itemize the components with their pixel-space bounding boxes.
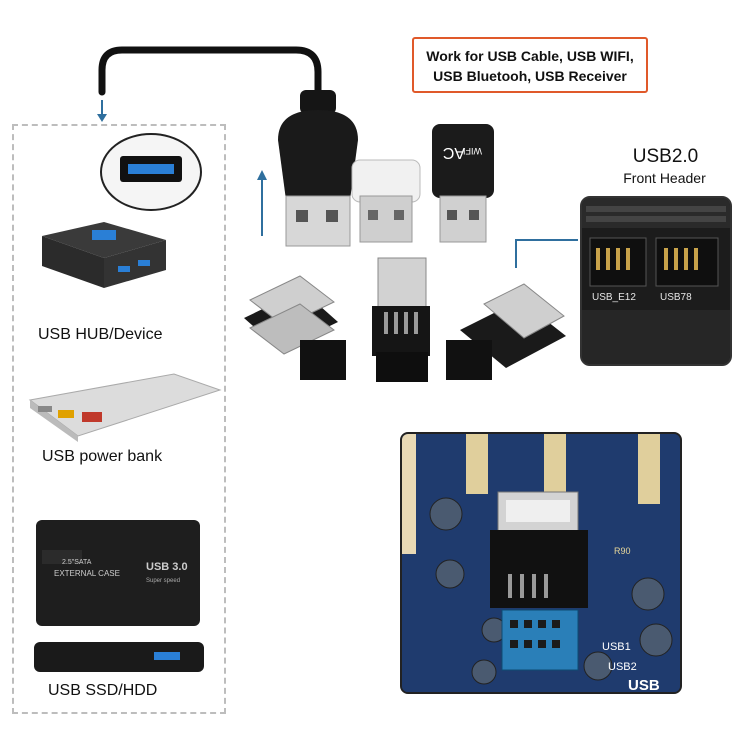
ssd-text-4: Super speed [146,578,180,584]
usb-hub-image [42,222,166,288]
mb-label-r90: R90 [614,546,631,556]
front-header-photo: USB_E12 USB78 [580,196,732,366]
mb-label-usb: USB [628,677,660,692]
ssd-text-2: EXTERNAL CASE [54,569,120,578]
usb-plug-black [278,90,358,247]
down-arrow-icon [97,100,107,122]
wifi-logo: AC [443,144,465,161]
callout-line-1: Work for USB Cable, USB WIFI, [426,48,634,64]
header-connector-line [515,239,578,268]
adapter-left [244,275,346,380]
header-subtitle: Front Header [623,170,706,186]
hub-label: USB HUB/Device [38,326,163,343]
header-title: USB2.0 [632,146,699,167]
wifi-brand: WIFI [463,146,482,156]
usb-receiver-white [351,159,421,243]
powerbank-label: USB power bank [42,448,163,465]
mb-label-usb2: USB2 [608,661,637,673]
usb3-port-zoom [100,133,202,211]
adapter-center [372,257,430,382]
pin-label-right: USB78 [660,292,692,303]
ssd-text-1: 2.5"SATA [62,559,92,566]
device-panel: USB HUB/Device USB power bank 2.5"SATA E… [12,124,226,714]
mb-label-usb1: USB1 [602,641,631,653]
ssd-text-3: USB 3.0 [146,561,188,573]
adapter-right [446,283,566,380]
power-bank-image [28,373,222,442]
ssd-case-image: 2.5"SATA EXTERNAL CASE USB 3.0 Super spe… [34,520,204,672]
pin-label-left: USB_E12 [592,292,636,303]
motherboard-photo: R90 USB1 USB2 USB [400,432,682,694]
callout-line-2: USB Bluetooh, USB Receiver [433,68,627,84]
ssd-label: USB SSD/HDD [48,682,158,699]
compatibility-callout: Work for USB Cable, USB WIFI, USB Blueto… [412,37,648,93]
usb-wifi-dongle: AC WIFI [432,124,494,243]
up-arrow-icon [257,170,267,236]
